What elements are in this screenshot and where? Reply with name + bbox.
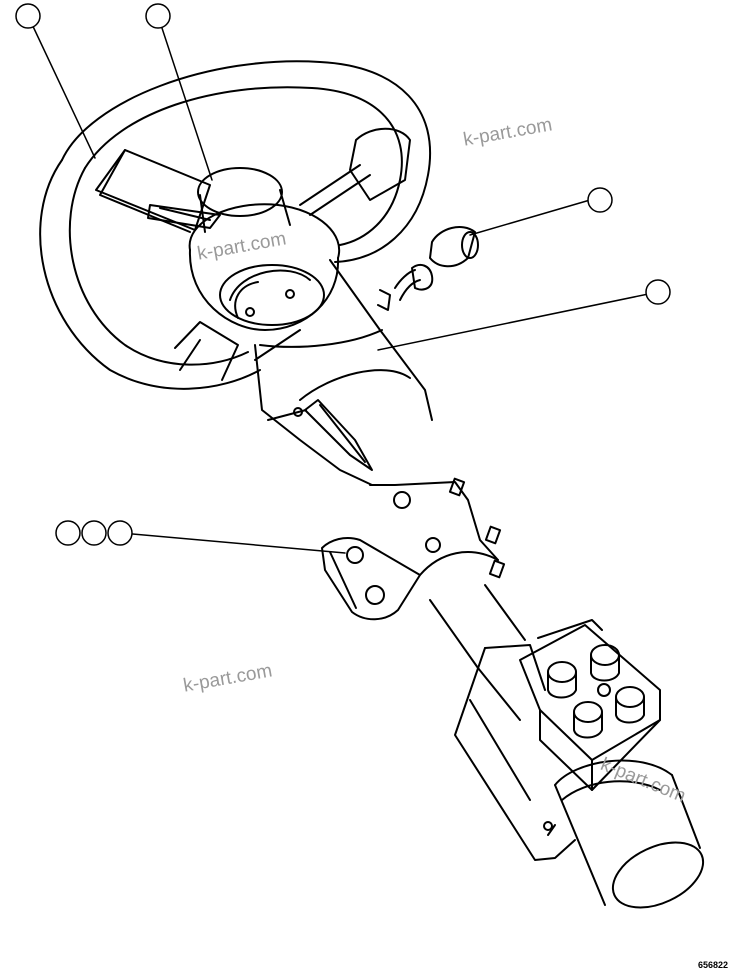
lower-shaft (430, 585, 525, 720)
callout-column-cover (646, 280, 670, 304)
column-collar (190, 204, 340, 330)
callout-lever-knob (588, 188, 612, 212)
mounting-bracket (322, 479, 504, 620)
orbitrol-cylinder (555, 761, 713, 921)
valve-bracket (455, 645, 575, 860)
hydraulic-valve (520, 620, 660, 790)
steering-wheel (40, 61, 430, 389)
leader-lines (30, 20, 658, 553)
callout-bolt-1 (56, 521, 80, 545)
horn-cover (148, 168, 290, 232)
column-cover (255, 260, 432, 485)
callout-bolt-3 (108, 521, 132, 545)
lever-knob (395, 227, 478, 300)
callout-steering-wheel (16, 4, 40, 28)
callout-horn-cover (146, 4, 170, 28)
drawing-code: 656822 (697, 960, 728, 970)
callouts (16, 4, 670, 545)
callout-bolt-2 (82, 521, 106, 545)
